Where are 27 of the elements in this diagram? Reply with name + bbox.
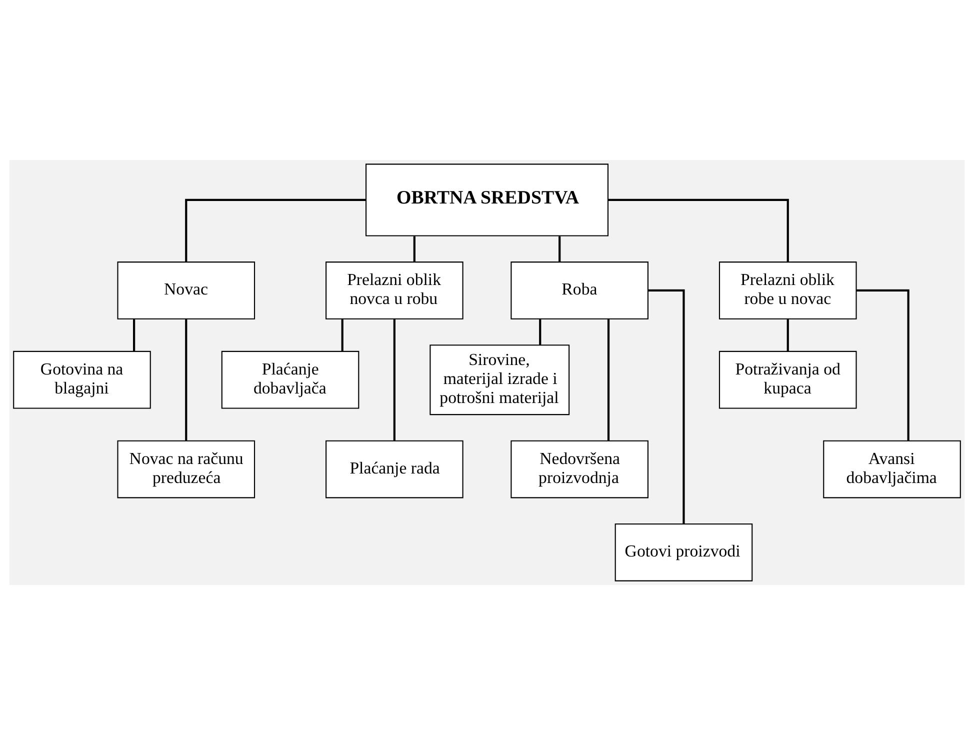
- node-box: Sirovine, materijal izrade i potrošni materijal: [429, 344, 570, 416]
- connector: [606, 319, 610, 441]
- connector: [648, 289, 684, 524]
- connector: [412, 236, 415, 262]
- connector: [558, 236, 560, 262]
- connector: [608, 198, 788, 262]
- node-box: OBRTNA SREDSTVA: [365, 164, 608, 236]
- node-box: Gotovi proizvodi: [614, 523, 752, 582]
- connector: [786, 319, 788, 352]
- node-box: Roba: [510, 262, 648, 320]
- connector: [856, 289, 909, 441]
- node-box: Gotovina na blagajni: [12, 350, 150, 409]
- connector: [184, 198, 366, 262]
- node-box: Potraživanja od kupaca: [718, 350, 856, 409]
- connector: [538, 319, 541, 345]
- node-box: Prelazni oblik robe u novac: [718, 262, 856, 320]
- node-box: Plaćanje dobavljača: [220, 350, 359, 409]
- node-box: Novac: [116, 262, 255, 320]
- connector: [184, 319, 187, 441]
- node-box: Nedovršena proizvodnja: [510, 440, 648, 498]
- connector: [340, 319, 343, 352]
- node-box: Avansi dobavljačima: [822, 440, 960, 498]
- node-box: Plaćanje rada: [325, 440, 463, 498]
- connector: [132, 319, 135, 352]
- node-box: Novac na računu preduzeća: [116, 440, 255, 498]
- connector: [392, 319, 395, 441]
- node-box: Prelazni oblik novca u robu: [325, 262, 463, 320]
